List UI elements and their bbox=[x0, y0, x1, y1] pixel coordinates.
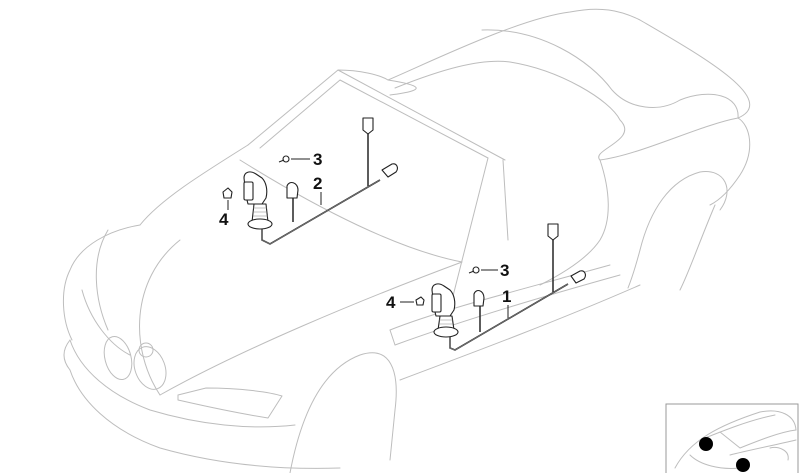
callout-1: 1 bbox=[502, 287, 511, 306]
locator-inset bbox=[665, 403, 799, 473]
locator-marker-front bbox=[699, 437, 713, 451]
wiring-harness-right bbox=[400, 223, 586, 351]
callout-2: 2 bbox=[313, 174, 322, 193]
callout-labels: 3 2 4 3 1 4 bbox=[219, 150, 511, 312]
callout-3-upper: 3 bbox=[313, 150, 322, 169]
wiring-harness-left bbox=[222, 117, 398, 245]
callout-4-upper: 4 bbox=[219, 210, 229, 229]
callout-4-lower: 4 bbox=[386, 293, 396, 312]
locator-marker-side bbox=[736, 458, 750, 472]
car-body-outline bbox=[62, 8, 751, 473]
callout-3-lower: 3 bbox=[500, 261, 509, 280]
